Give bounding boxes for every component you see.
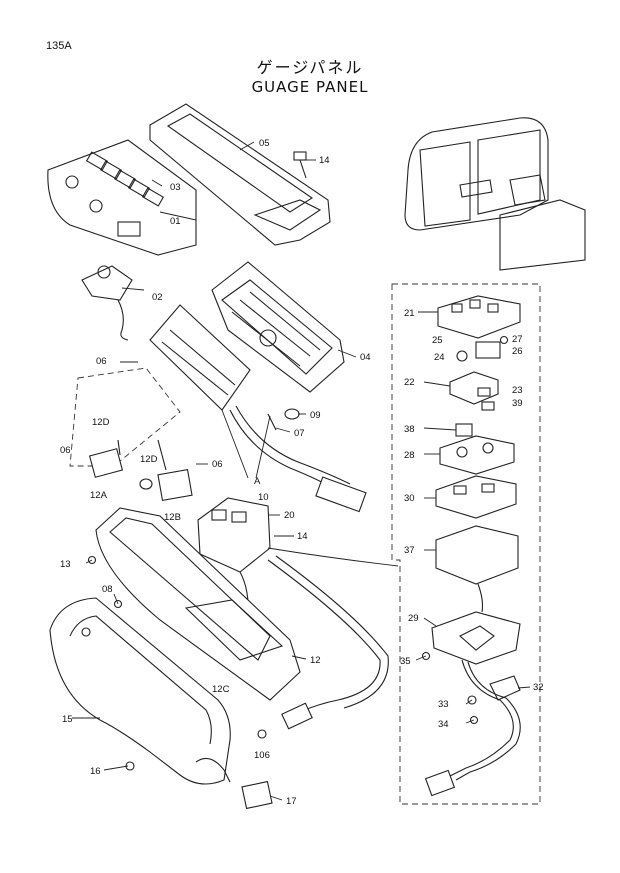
callout-15: 15 [62, 714, 73, 725]
switch-body-37 [435, 525, 519, 613]
detail-link-line [267, 547, 399, 567]
callout-12d-a: 12D [92, 417, 110, 428]
callout-14-top: 14 [319, 155, 330, 166]
console-frame-12 [95, 507, 301, 701]
callout-17: 17 [286, 796, 297, 807]
wire-harness-10 [229, 405, 367, 513]
screw-106 [257, 729, 267, 739]
relay-12b [157, 439, 193, 502]
title-japanese: ゲージパネル [256, 58, 364, 77]
callout-08: 08 [102, 584, 113, 595]
callout-07: 07 [294, 428, 305, 439]
callout-02: 02 [152, 292, 163, 303]
callout-14-bottom: 14 [297, 531, 308, 542]
callout-16: 16 [90, 766, 101, 777]
switch-detail-outline [391, 283, 541, 805]
side-cover-15 [49, 597, 231, 785]
callout-06-c: 06 [212, 459, 223, 470]
callout-03: 03 [170, 182, 181, 193]
switch-assembly-02 [81, 265, 133, 341]
switch-parts-23-39 [477, 387, 495, 411]
callout-09: 09 [310, 410, 321, 421]
clip-12d [139, 478, 153, 490]
callout-06-a: 06 [96, 356, 107, 367]
callout-04: 04 [360, 352, 371, 363]
callout-26: 26 [512, 346, 523, 357]
callout-37: 37 [404, 545, 415, 556]
callout-33: 33 [438, 699, 449, 710]
callout-01: 01 [170, 216, 181, 227]
callout-34: 34 [438, 719, 449, 730]
leader-a [221, 409, 271, 479]
switch-plate-22 [449, 371, 499, 405]
callout-25: 25 [432, 335, 443, 346]
callout-106: 106 [254, 750, 270, 761]
callout-28: 28 [404, 450, 415, 461]
callout-30: 30 [404, 493, 415, 504]
panel-cover-01 [47, 139, 197, 256]
callout-12d-b: 12D [140, 454, 158, 465]
relay-12a [88, 439, 124, 478]
callout-12c: 12C [212, 684, 230, 695]
callout-39: 39 [512, 398, 523, 409]
callout-38: 38 [404, 424, 415, 435]
bolt-14-top [293, 151, 307, 179]
switch-parts-24-27 [456, 335, 509, 362]
callout-labels: 01 02 03 04 05 06 06 06 07 08 09 10 A 12… [60, 138, 544, 807]
switch-pad-38 [455, 423, 473, 437]
plug-17 [195, 757, 273, 810]
callout-20: 20 [284, 510, 295, 521]
cable-assembly [267, 555, 389, 730]
rubber-contact-28 [439, 435, 515, 475]
base-29 [431, 611, 521, 665]
callout-13: 13 [60, 559, 71, 570]
switch-cap-21 [437, 295, 521, 339]
bracket-32 [489, 675, 521, 701]
callout-a: A [254, 476, 261, 487]
circuit-board [149, 304, 251, 411]
grommet-09 [284, 408, 300, 420]
cab-inset-drawing [404, 117, 586, 271]
callout-12b: 12B [164, 512, 181, 523]
callout-21: 21 [404, 308, 415, 319]
callout-23: 23 [512, 385, 523, 396]
callout-12a: 12A [90, 490, 108, 501]
callout-22: 22 [404, 377, 415, 388]
detail-harness [424, 659, 521, 797]
screw-07 [267, 413, 277, 431]
pcb-30 [435, 475, 517, 519]
callout-27: 27 [512, 334, 523, 345]
callout-29: 29 [408, 613, 419, 624]
meter-case-04 [211, 261, 345, 393]
relay-group-outline [69, 367, 181, 467]
title-english: GUAGE PANEL [251, 78, 369, 96]
page-code: 135A [46, 40, 72, 52]
screw-33-34 [467, 695, 479, 725]
callout-35: 35 [400, 656, 411, 667]
frame-05 [149, 103, 331, 246]
callout-24: 24 [434, 352, 445, 363]
callout-06-b: 06 [60, 445, 71, 456]
callout-10: 10 [258, 492, 269, 503]
callout-32: 32 [533, 682, 544, 693]
leader-lines [72, 141, 531, 801]
callout-12: 12 [310, 655, 321, 666]
callout-05: 05 [259, 138, 270, 149]
